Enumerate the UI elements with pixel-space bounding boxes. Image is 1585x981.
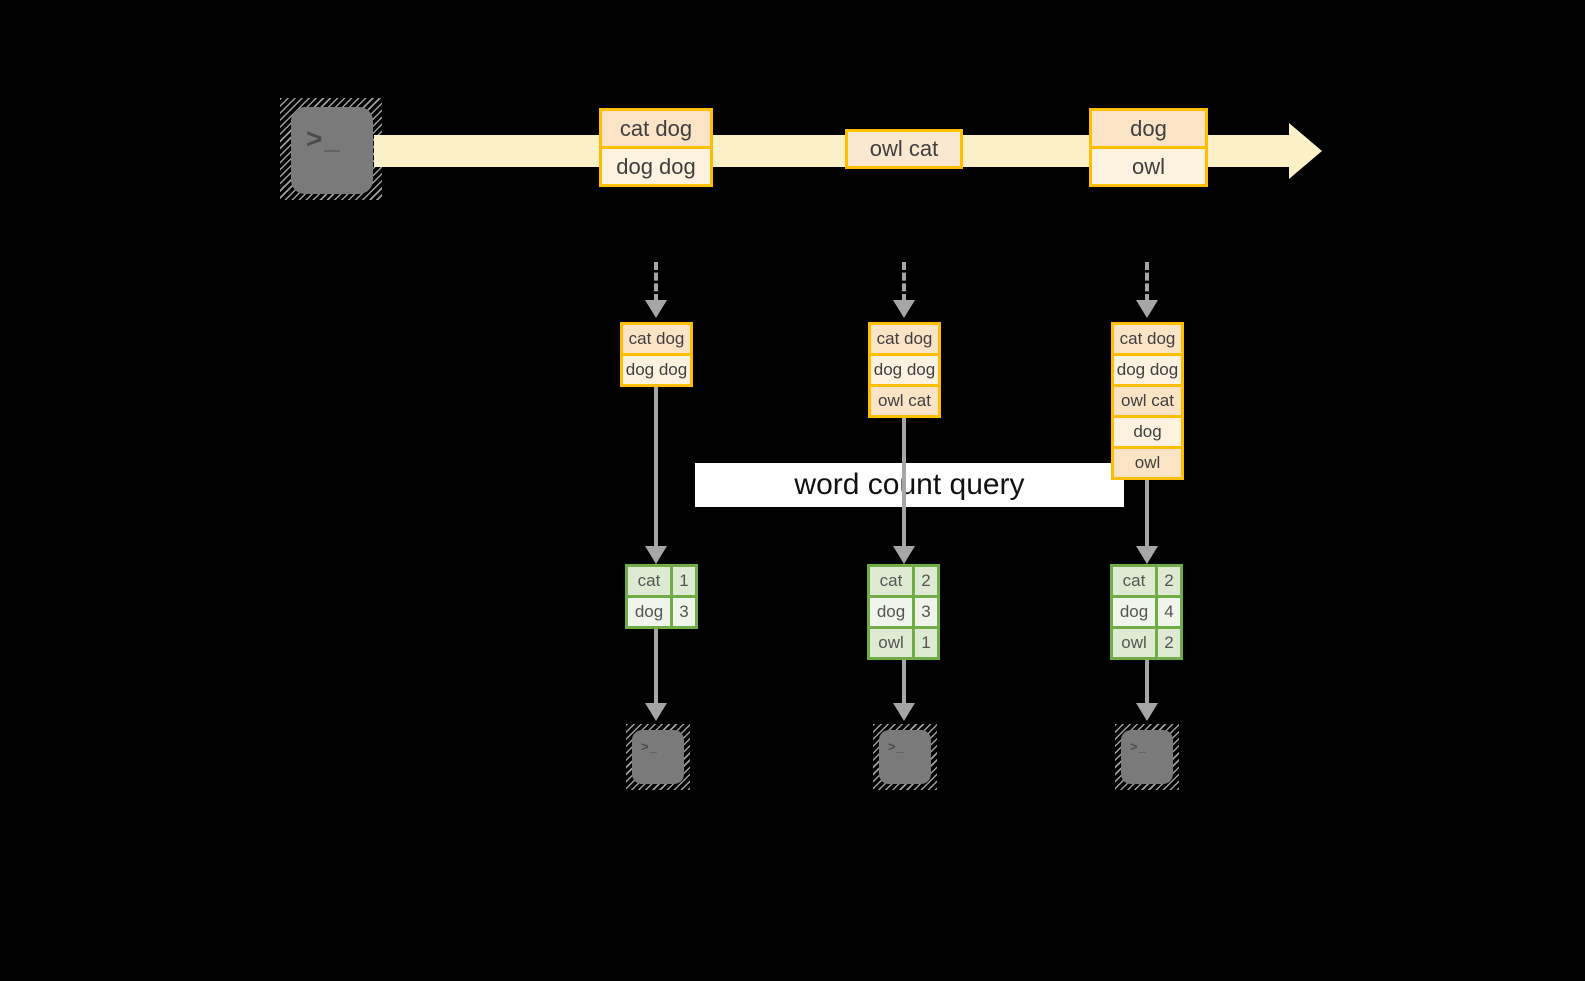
stream-event-3: dog owl	[1089, 108, 1208, 187]
arrow-table2-to-output-line	[902, 660, 906, 705]
count-word-cell: owl	[1113, 629, 1155, 657]
arrow-stack3-to-table3-line	[1145, 480, 1149, 547]
count-table-3: cat 2 dog 4 owl 2	[1110, 564, 1183, 660]
output-terminal-icon-2: >_	[873, 724, 937, 790]
arrow-table1-to-output-head-icon	[645, 703, 667, 721]
count-table-1: cat 1 dog 3	[625, 564, 698, 629]
stream-event-1-line-1: cat dog	[599, 108, 713, 149]
count-word-cell: owl	[870, 629, 912, 657]
count-value-cell: 2	[915, 567, 937, 595]
state-row: cat dog	[620, 322, 693, 356]
count-word-cell: cat	[628, 567, 670, 595]
count-word-cell: dog	[870, 598, 912, 626]
stream-event-2: owl cat	[845, 129, 963, 169]
state-stack-2: cat dog dog dog owl cat	[868, 322, 941, 418]
state-row: cat dog	[868, 322, 941, 356]
terminal-prompt-icon: >_	[1121, 730, 1173, 784]
dashed-arrow-2-head-icon	[893, 300, 915, 318]
state-row: owl	[1111, 446, 1184, 480]
count-word-cell: cat	[1113, 567, 1155, 595]
state-row: dog	[1111, 415, 1184, 449]
count-word-cell: dog	[1113, 598, 1155, 626]
output-terminal-icon-1: >_	[626, 724, 690, 790]
stream-event-1-line-2: dog dog	[599, 146, 713, 187]
count-value-cell: 2	[1158, 567, 1180, 595]
state-stack-3: cat dog dog dog owl cat dog owl	[1111, 322, 1184, 480]
stream-event-3-line-2: owl	[1089, 146, 1208, 187]
arrow-table1-to-output-line	[654, 629, 658, 705]
dashed-arrow-1-line	[654, 262, 658, 302]
count-value-cell: 2	[1158, 629, 1180, 657]
count-value-cell: 4	[1158, 598, 1180, 626]
output-terminal-icon-3: >_	[1115, 724, 1179, 790]
state-row: dog dog	[868, 353, 941, 387]
arrow-table3-to-output-head-icon	[1136, 703, 1158, 721]
arrow-table2-to-output-head-icon	[893, 703, 915, 721]
state-row: dog dog	[1111, 353, 1184, 387]
dashed-arrow-3-line	[1145, 262, 1149, 302]
state-row: owl cat	[868, 384, 941, 418]
terminal-prompt-icon: >_	[291, 107, 373, 194]
arrow-table3-to-output-line	[1145, 660, 1149, 705]
stream-event-3-line-1: dog	[1089, 108, 1208, 149]
count-value-cell: 1	[915, 629, 937, 657]
arrow-stack3-to-table3-head-icon	[1136, 546, 1158, 564]
arrow-stack1-to-table1-line	[654, 387, 658, 547]
stream-event-1: cat dog dog dog	[599, 108, 713, 187]
terminal-prompt-icon: >_	[879, 730, 931, 784]
arrow-stack1-to-table1-head-icon	[645, 546, 667, 564]
dashed-arrow-1-head-icon	[645, 300, 667, 318]
count-value-cell: 3	[915, 598, 937, 626]
arrow-stack2-to-table2-line	[902, 415, 906, 547]
count-value-cell: 3	[673, 598, 695, 626]
source-terminal-icon: >_	[280, 98, 382, 200]
state-row: owl cat	[1111, 384, 1184, 418]
query-label: word count query	[695, 463, 1124, 507]
count-word-cell: dog	[628, 598, 670, 626]
dashed-arrow-2-line	[902, 262, 906, 302]
count-table-2: cat 2 dog 3 owl 1	[867, 564, 940, 660]
stream-arrow-head-icon	[1289, 123, 1322, 179]
count-word-cell: cat	[870, 567, 912, 595]
state-row: cat dog	[1111, 322, 1184, 356]
arrow-stack2-to-table2-head-icon	[893, 546, 915, 564]
count-value-cell: 1	[673, 567, 695, 595]
dashed-arrow-3-head-icon	[1136, 300, 1158, 318]
state-stack-1: cat dog dog dog	[620, 322, 693, 387]
state-row: dog dog	[620, 353, 693, 387]
terminal-prompt-icon: >_	[632, 730, 684, 784]
